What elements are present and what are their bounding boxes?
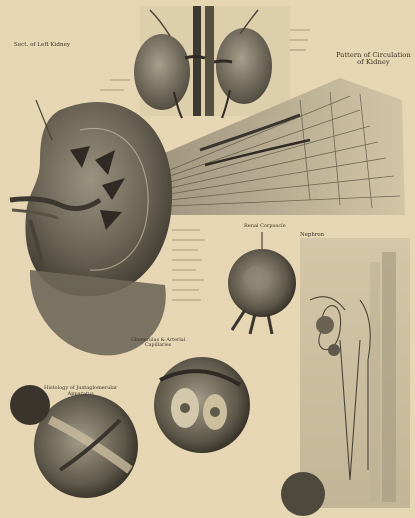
caption-sect-left-kidney: Sect. of Left Kidney xyxy=(14,42,70,48)
nephron-illustration xyxy=(300,238,410,508)
caption-glomerulus-line2: Capillaries xyxy=(131,343,185,348)
vessel-cross-section xyxy=(281,472,325,516)
right-kidney-small xyxy=(216,28,272,104)
vena-cava-vessel xyxy=(205,6,214,116)
glomerulus-magnified-illustration xyxy=(154,357,250,453)
caption-histology: Histology of Juxtaglomerular Apparatus xyxy=(44,386,117,397)
caption-histology-line2: Apparatus xyxy=(44,392,117,398)
left-kidney-small xyxy=(134,34,190,110)
caption-pattern-circulation: Pattern of Circulation of Kidney xyxy=(336,52,411,67)
caption-renal-corpuscle: Renal Corpuscle xyxy=(244,224,286,230)
caption-nephron: Nephron xyxy=(300,233,324,239)
caption-glomerulus: Glomerulus & Arterial Capillaries xyxy=(131,338,185,349)
paired-kidneys-illustration xyxy=(134,6,290,118)
caption-pattern-line2: of Kidney xyxy=(336,59,411,66)
aorta-vessel xyxy=(193,6,201,116)
